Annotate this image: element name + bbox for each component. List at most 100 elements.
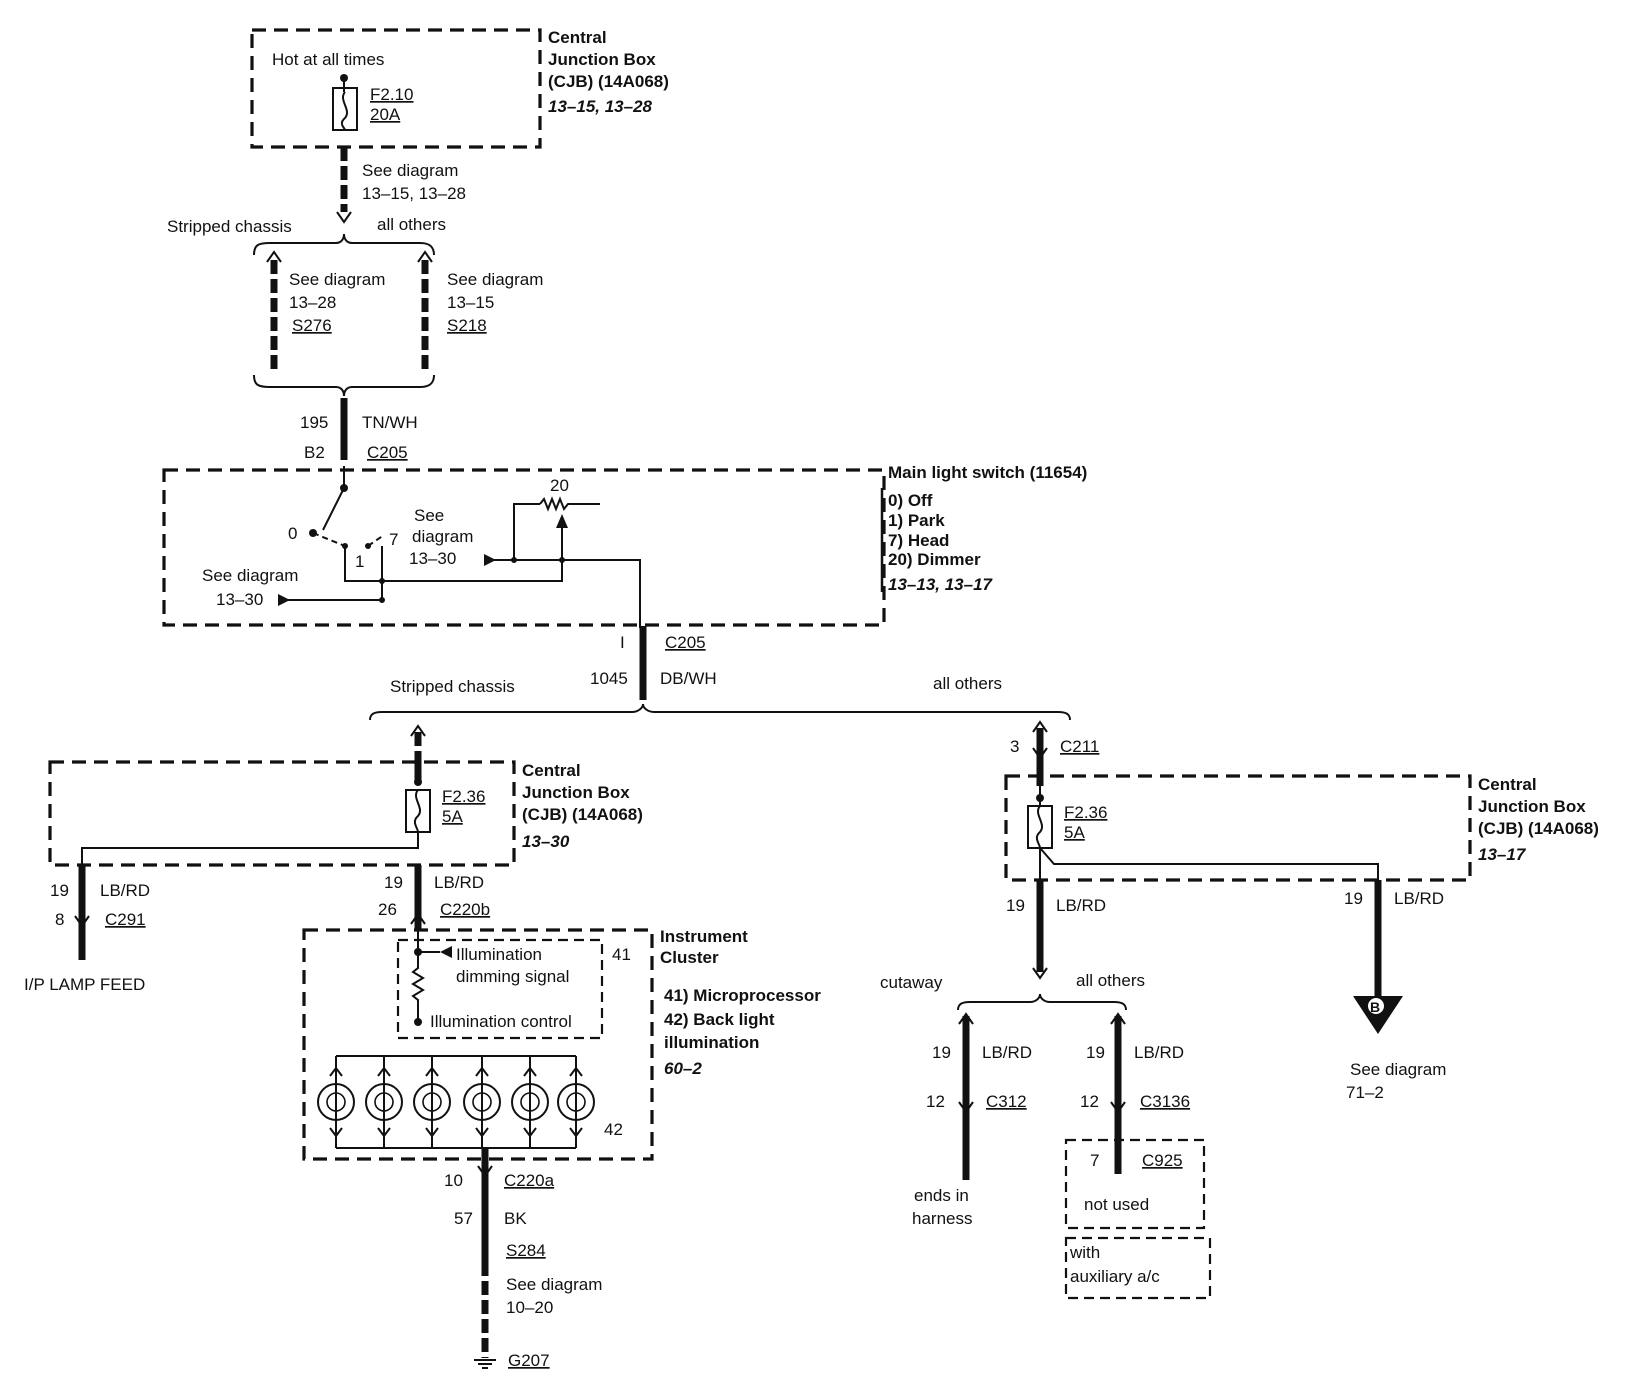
cjb-right-w2-color: LB/RD xyxy=(1394,889,1444,908)
connector-c220b[interactable]: C220b xyxy=(440,900,490,919)
cluster-ref[interactable]: 60–2 xyxy=(664,1059,702,1078)
split3-a-circuit: 19 xyxy=(932,1043,951,1062)
splice-s218[interactable]: S218 xyxy=(447,316,487,335)
ground-circuit: 57 xyxy=(454,1209,473,1228)
wire-1045-pin: I xyxy=(620,633,625,652)
split3-b-pin: 12 xyxy=(1080,1092,1099,1111)
bulb-array xyxy=(317,1056,595,1148)
cjb-left-w1-circuit: 19 xyxy=(50,881,69,900)
cjb-right-see: See diagram xyxy=(1350,1060,1446,1079)
bulb-icon xyxy=(317,1056,355,1148)
cjb-left-w2-circuit: 19 xyxy=(384,873,403,892)
illum-control: Illumination control xyxy=(430,1012,572,1031)
switch-pos-1: 1 xyxy=(355,552,364,571)
split3-right-label: all others xyxy=(1076,971,1145,990)
connector-c220a[interactable]: C220a xyxy=(504,1171,555,1190)
microprocessor-box xyxy=(396,938,604,1040)
see-diagram-top-ref[interactable]: 13–15, 13–28 xyxy=(362,184,466,203)
split3-b-color: LB/RD xyxy=(1134,1043,1184,1062)
cjb-left-w2-color: LB/RD xyxy=(434,873,484,892)
not-used-label: not used xyxy=(1084,1195,1149,1214)
cjb-left-title1: Central xyxy=(522,761,581,780)
illum-dim-2: dimming signal xyxy=(456,967,569,986)
bulb-icon xyxy=(463,1056,501,1148)
cjb-top-ref[interactable]: 13–15, 13–28 xyxy=(548,97,653,116)
split2-left-label: Stripped chassis xyxy=(390,677,515,696)
split1-right-diag[interactable]: 13–15 xyxy=(447,293,494,312)
split1-right-see: See diagram xyxy=(447,270,543,289)
split1-right-label: all others xyxy=(377,215,446,234)
splice-s276[interactable]: S276 xyxy=(292,316,332,335)
switch-see-b2[interactable]: 13–30 xyxy=(216,590,263,609)
connector-c312[interactable]: C312 xyxy=(986,1092,1027,1111)
cjb-right-ref[interactable]: 13–17 xyxy=(1478,845,1527,864)
cjb-left-title3: (CJB) (14A068) xyxy=(522,805,643,824)
split3-a-end1: ends in xyxy=(914,1186,969,1205)
wire-195-circuit: 195 xyxy=(300,413,328,432)
cjb-left-ref[interactable]: 13–30 xyxy=(522,832,570,851)
ground-color: BK xyxy=(504,1209,527,1228)
see-diagram-top: See diagram xyxy=(362,161,458,180)
fuse-f210[interactable]: F2.10 xyxy=(370,85,413,104)
ground-pin: 10 xyxy=(444,1171,463,1190)
wire-195-color: TN/WH xyxy=(362,413,418,432)
aux-ac-box xyxy=(1064,1236,1212,1300)
switch-pos-20: 20 xyxy=(550,476,569,495)
cluster-item41: 41) Microprocessor xyxy=(664,986,821,1005)
fuse-icon xyxy=(332,87,358,131)
aux-ac-2: auxiliary a/c xyxy=(1070,1267,1160,1286)
split3-a-color: LB/RD xyxy=(982,1043,1032,1062)
switch-title: Main light switch (11654) xyxy=(888,463,1087,482)
cjb-right-pin: 3 xyxy=(1010,737,1019,756)
connector-c925[interactable]: C925 xyxy=(1142,1151,1183,1170)
cjb-top-title2: Junction Box xyxy=(548,50,656,69)
wire-1045-color: DB/WH xyxy=(660,669,717,688)
cluster-item42b: illumination xyxy=(664,1033,759,1052)
bulb-icon xyxy=(557,1056,595,1148)
arrow-down-icon[interactable] xyxy=(1353,996,1403,1034)
split1-left-diag[interactable]: 13–28 xyxy=(289,293,336,312)
cjb-top-title3: (CJB) (14A068) xyxy=(548,72,669,91)
split1-brace-top xyxy=(253,233,435,256)
bulb-icon xyxy=(511,1056,549,1148)
fuse-f236-left[interactable]: F2.36 xyxy=(442,787,485,806)
switch-head: 7) Head xyxy=(888,531,949,550)
rheostat-icon xyxy=(539,496,600,512)
split3-a-end2: harness xyxy=(912,1209,972,1228)
wiper-arrow-icon xyxy=(556,514,568,528)
switch-park: 1) Park xyxy=(888,511,945,530)
switch-see-b1: See diagram xyxy=(202,566,298,585)
arrow-b-label: B xyxy=(1370,999,1380,1015)
splice-s284[interactable]: S284 xyxy=(506,1241,546,1260)
split1-left-see: See diagram xyxy=(289,270,385,289)
cluster-num-42: 42 xyxy=(604,1120,623,1139)
cluster-box xyxy=(302,928,654,1161)
split2-right-label: all others xyxy=(933,674,1002,693)
cjb-right-diag[interactable]: 71–2 xyxy=(1346,1083,1384,1102)
switch-dimmer: 20) Dimmer xyxy=(888,550,981,569)
aux-ac-1: with xyxy=(1069,1243,1100,1262)
switch-pos-0: 0 xyxy=(288,524,297,543)
ground-g207[interactable]: G207 xyxy=(508,1351,550,1370)
connector-c211[interactable]: C211 xyxy=(1060,737,1099,756)
fuse-icon xyxy=(1027,805,1053,849)
switch-box xyxy=(162,468,886,627)
connector-c205-bottom[interactable]: C205 xyxy=(665,633,706,652)
connector-c3136[interactable]: C3136 xyxy=(1140,1092,1190,1111)
fuse-f236-right[interactable]: F2.36 xyxy=(1064,803,1107,822)
ground-diag[interactable]: 10–20 xyxy=(506,1298,553,1317)
cjb-left-box xyxy=(48,760,516,867)
switch-see-a3[interactable]: 13–30 xyxy=(409,549,456,568)
switch-ref[interactable]: 13–13, 13–17 xyxy=(888,575,994,594)
connector-c291[interactable]: C291 xyxy=(105,910,146,929)
cjb-left-w1-pin: 8 xyxy=(55,910,64,929)
fuse-amp-5a-right: 5A xyxy=(1064,823,1085,842)
split1-left-label: Stripped chassis xyxy=(167,217,292,236)
arrow-icon xyxy=(278,594,290,606)
cjb-right-w1-color: LB/RD xyxy=(1056,896,1106,915)
split3-left-label: cutaway xyxy=(880,973,943,992)
cjb-left: F2.36 5A Central Junction Box (CJB) (14A… xyxy=(48,760,643,868)
cluster-title1: Instrument xyxy=(660,927,748,946)
connector-c205-top[interactable]: C205 xyxy=(367,443,408,462)
bulb-icon xyxy=(413,1056,451,1148)
